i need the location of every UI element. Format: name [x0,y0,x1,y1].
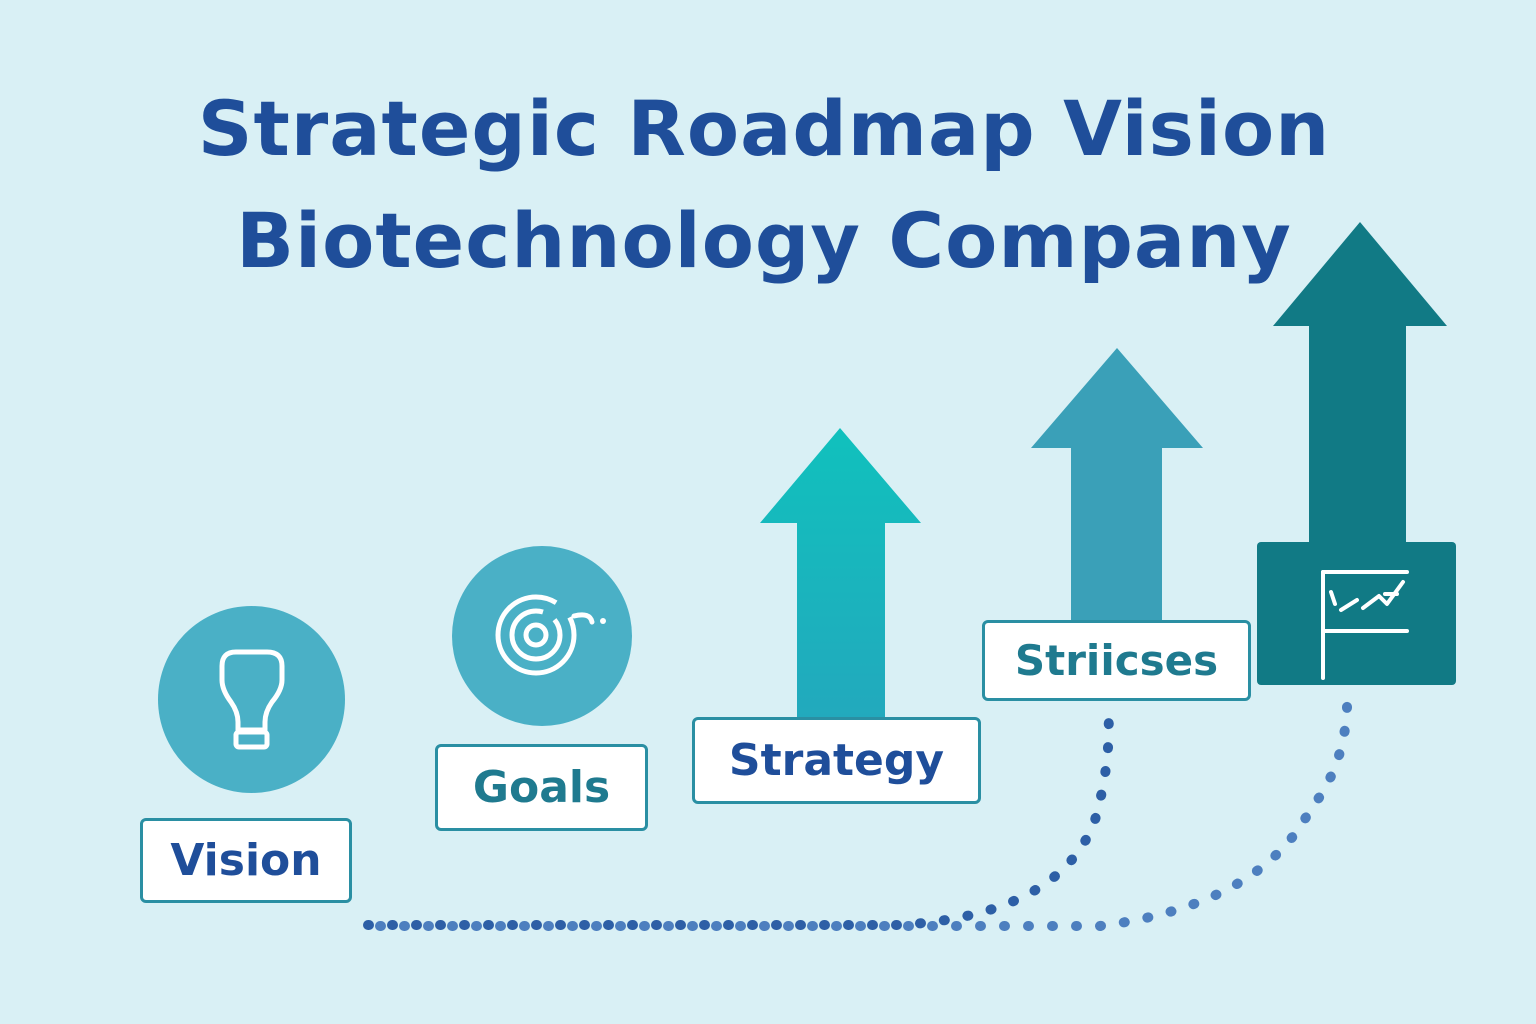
vision-icon-circle [158,606,345,793]
strategy-label: Strategy [692,717,981,804]
goals-icon-circle [452,546,632,726]
blue-arrow-up-icon [1031,348,1203,621]
dotted-path-to-striicses [363,700,1114,930]
vision-label: Vision [140,818,352,903]
page-subtitle: Biotechnology Company [236,196,1292,285]
lightbulb-icon [219,649,285,750]
page-title: Strategic Roadmap Vision [197,84,1331,173]
flag-icon [1321,570,1409,680]
target-icon [495,594,606,676]
teal-arrow-up-icon [760,428,921,718]
goals-label: Goals [435,744,648,831]
dark-teal-arrow-up-icon [1273,222,1447,545]
flag-box [1257,542,1456,685]
striicses-label: Striicses [982,620,1251,701]
